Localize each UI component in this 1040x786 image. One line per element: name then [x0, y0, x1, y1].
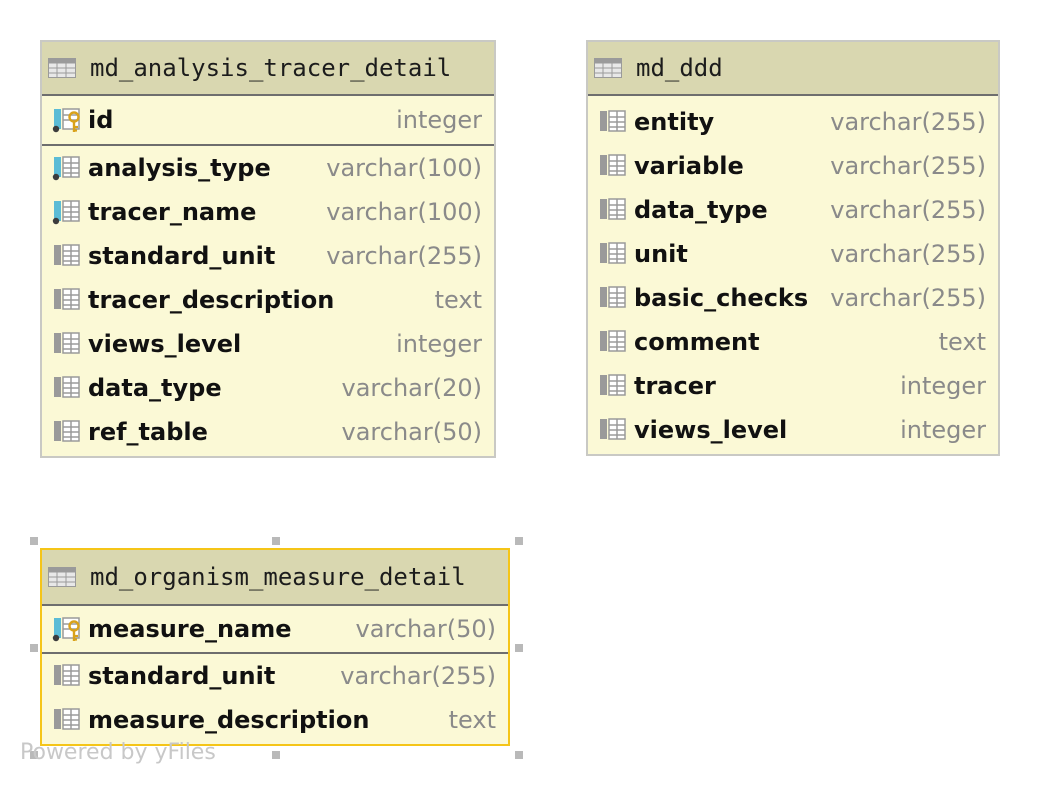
column-name: standard_unit	[88, 662, 276, 690]
column-icon	[52, 243, 82, 269]
column-name: tracer	[634, 372, 716, 400]
column-type: text	[938, 328, 986, 356]
column-name: tracer_description	[88, 286, 335, 314]
column-icon	[598, 197, 628, 223]
watermark-text: Powered by yFiles	[20, 740, 216, 765]
table-md-analysis-tracer-detail[interactable]: md_analysis_tracer_detail id integer ana…	[40, 40, 496, 458]
column-row-basic-checks[interactable]: basic_checks varchar(255)	[588, 276, 998, 320]
column-row-measure-description[interactable]: measure_description text	[42, 698, 508, 742]
column-type: varchar(50)	[355, 615, 497, 643]
selection-handle[interactable]	[30, 537, 38, 545]
column-type: varchar(50)	[341, 418, 483, 446]
column-row-unit[interactable]: unit varchar(255)	[588, 232, 998, 276]
column-row-comment[interactable]: comment text	[588, 320, 998, 364]
column-icon	[52, 331, 82, 357]
column-name: unit	[634, 240, 688, 268]
column-name: basic_checks	[634, 284, 809, 312]
column-icon	[52, 287, 82, 313]
table-icon	[48, 567, 76, 587]
selection-handle[interactable]	[30, 644, 38, 652]
column-name: variable	[634, 152, 744, 180]
column-type: varchar(255)	[830, 196, 986, 224]
column-type: varchar(255)	[326, 242, 482, 270]
column-row-ref-table[interactable]: ref_table varchar(50)	[42, 410, 494, 454]
selection-handle[interactable]	[30, 751, 38, 759]
primary-key-icon	[52, 616, 82, 642]
column-type: text	[448, 706, 496, 734]
column-row-standard-unit[interactable]: standard_unit varchar(255)	[42, 234, 494, 278]
column-row-analysis-type[interactable]: analysis_type varchar(100)	[42, 146, 494, 190]
column-icon	[598, 241, 628, 267]
selection-handle[interactable]	[272, 751, 280, 759]
column-name: entity	[634, 108, 715, 136]
column-type: integer	[900, 416, 986, 444]
column-name: standard_unit	[88, 242, 276, 270]
column-row-entity[interactable]: entity varchar(255)	[588, 100, 998, 144]
table-title: md_analysis_tracer_detail	[90, 54, 452, 82]
table-icon	[48, 58, 76, 78]
column-row-tracer-name[interactable]: tracer_name varchar(100)	[42, 190, 494, 234]
column-type: varchar(255)	[340, 662, 496, 690]
column-name: measure_name	[88, 615, 292, 643]
column-name: measure_description	[88, 706, 370, 734]
primary-key-icon	[52, 107, 82, 133]
column-icon	[598, 285, 628, 311]
column-row-views-level[interactable]: views_level integer	[588, 408, 998, 452]
column-type: varchar(255)	[830, 152, 986, 180]
column-icon	[598, 329, 628, 355]
table-icon	[594, 58, 622, 78]
column-row-data-type[interactable]: data_type varchar(20)	[42, 366, 494, 410]
column-name: id	[88, 106, 114, 134]
indexed-column-icon	[52, 199, 82, 225]
table-header[interactable]: md_analysis_tracer_detail	[42, 42, 494, 96]
column-row-id[interactable]: id integer	[42, 96, 494, 146]
column-icon	[598, 373, 628, 399]
column-type: varchar(100)	[326, 198, 482, 226]
column-row-data-type[interactable]: data_type varchar(255)	[588, 188, 998, 232]
table-md-ddd[interactable]: md_ddd entity varchar(255) variable varc…	[586, 40, 1000, 456]
column-type: varchar(255)	[830, 284, 986, 312]
column-type: varchar(100)	[326, 154, 482, 182]
column-name: tracer_name	[88, 198, 257, 226]
column-name: data_type	[88, 374, 222, 402]
selection-handle[interactable]	[515, 751, 523, 759]
column-row-views-level[interactable]: views_level integer	[42, 322, 494, 366]
column-row-measure-name[interactable]: measure_name varchar(50)	[42, 606, 508, 654]
column-row-variable[interactable]: variable varchar(255)	[588, 144, 998, 188]
column-row-tracer[interactable]: tracer integer	[588, 364, 998, 408]
selection-handle[interactable]	[515, 644, 523, 652]
selection-handle[interactable]	[272, 537, 280, 545]
column-name: views_level	[634, 416, 788, 444]
column-icon	[52, 663, 82, 689]
column-icon	[598, 417, 628, 443]
column-type: text	[434, 286, 482, 314]
column-type: integer	[396, 330, 482, 358]
column-name: ref_table	[88, 418, 208, 446]
column-icon	[52, 419, 82, 445]
column-icon	[598, 153, 628, 179]
column-icon	[52, 707, 82, 733]
table-header[interactable]: md_organism_measure_detail	[42, 550, 508, 606]
table-header[interactable]: md_ddd	[588, 42, 998, 96]
column-name: analysis_type	[88, 154, 271, 182]
column-row-standard-unit[interactable]: standard_unit varchar(255)	[42, 654, 508, 698]
column-type: integer	[396, 106, 482, 134]
column-type: varchar(255)	[830, 240, 986, 268]
column-type: integer	[900, 372, 986, 400]
column-type: varchar(255)	[830, 108, 986, 136]
table-md-organism-measure-detail[interactable]: md_organism_measure_detail measure_name …	[40, 548, 510, 746]
column-name: views_level	[88, 330, 242, 358]
table-title: md_organism_measure_detail	[90, 563, 466, 591]
selection-handle[interactable]	[515, 537, 523, 545]
column-icon	[52, 375, 82, 401]
column-name: comment	[634, 328, 760, 356]
column-type: varchar(20)	[341, 374, 483, 402]
indexed-column-icon	[52, 155, 82, 181]
table-title: md_ddd	[636, 54, 723, 82]
column-icon	[598, 109, 628, 135]
column-row-tracer-description[interactable]: tracer_description text	[42, 278, 494, 322]
column-name: data_type	[634, 196, 768, 224]
